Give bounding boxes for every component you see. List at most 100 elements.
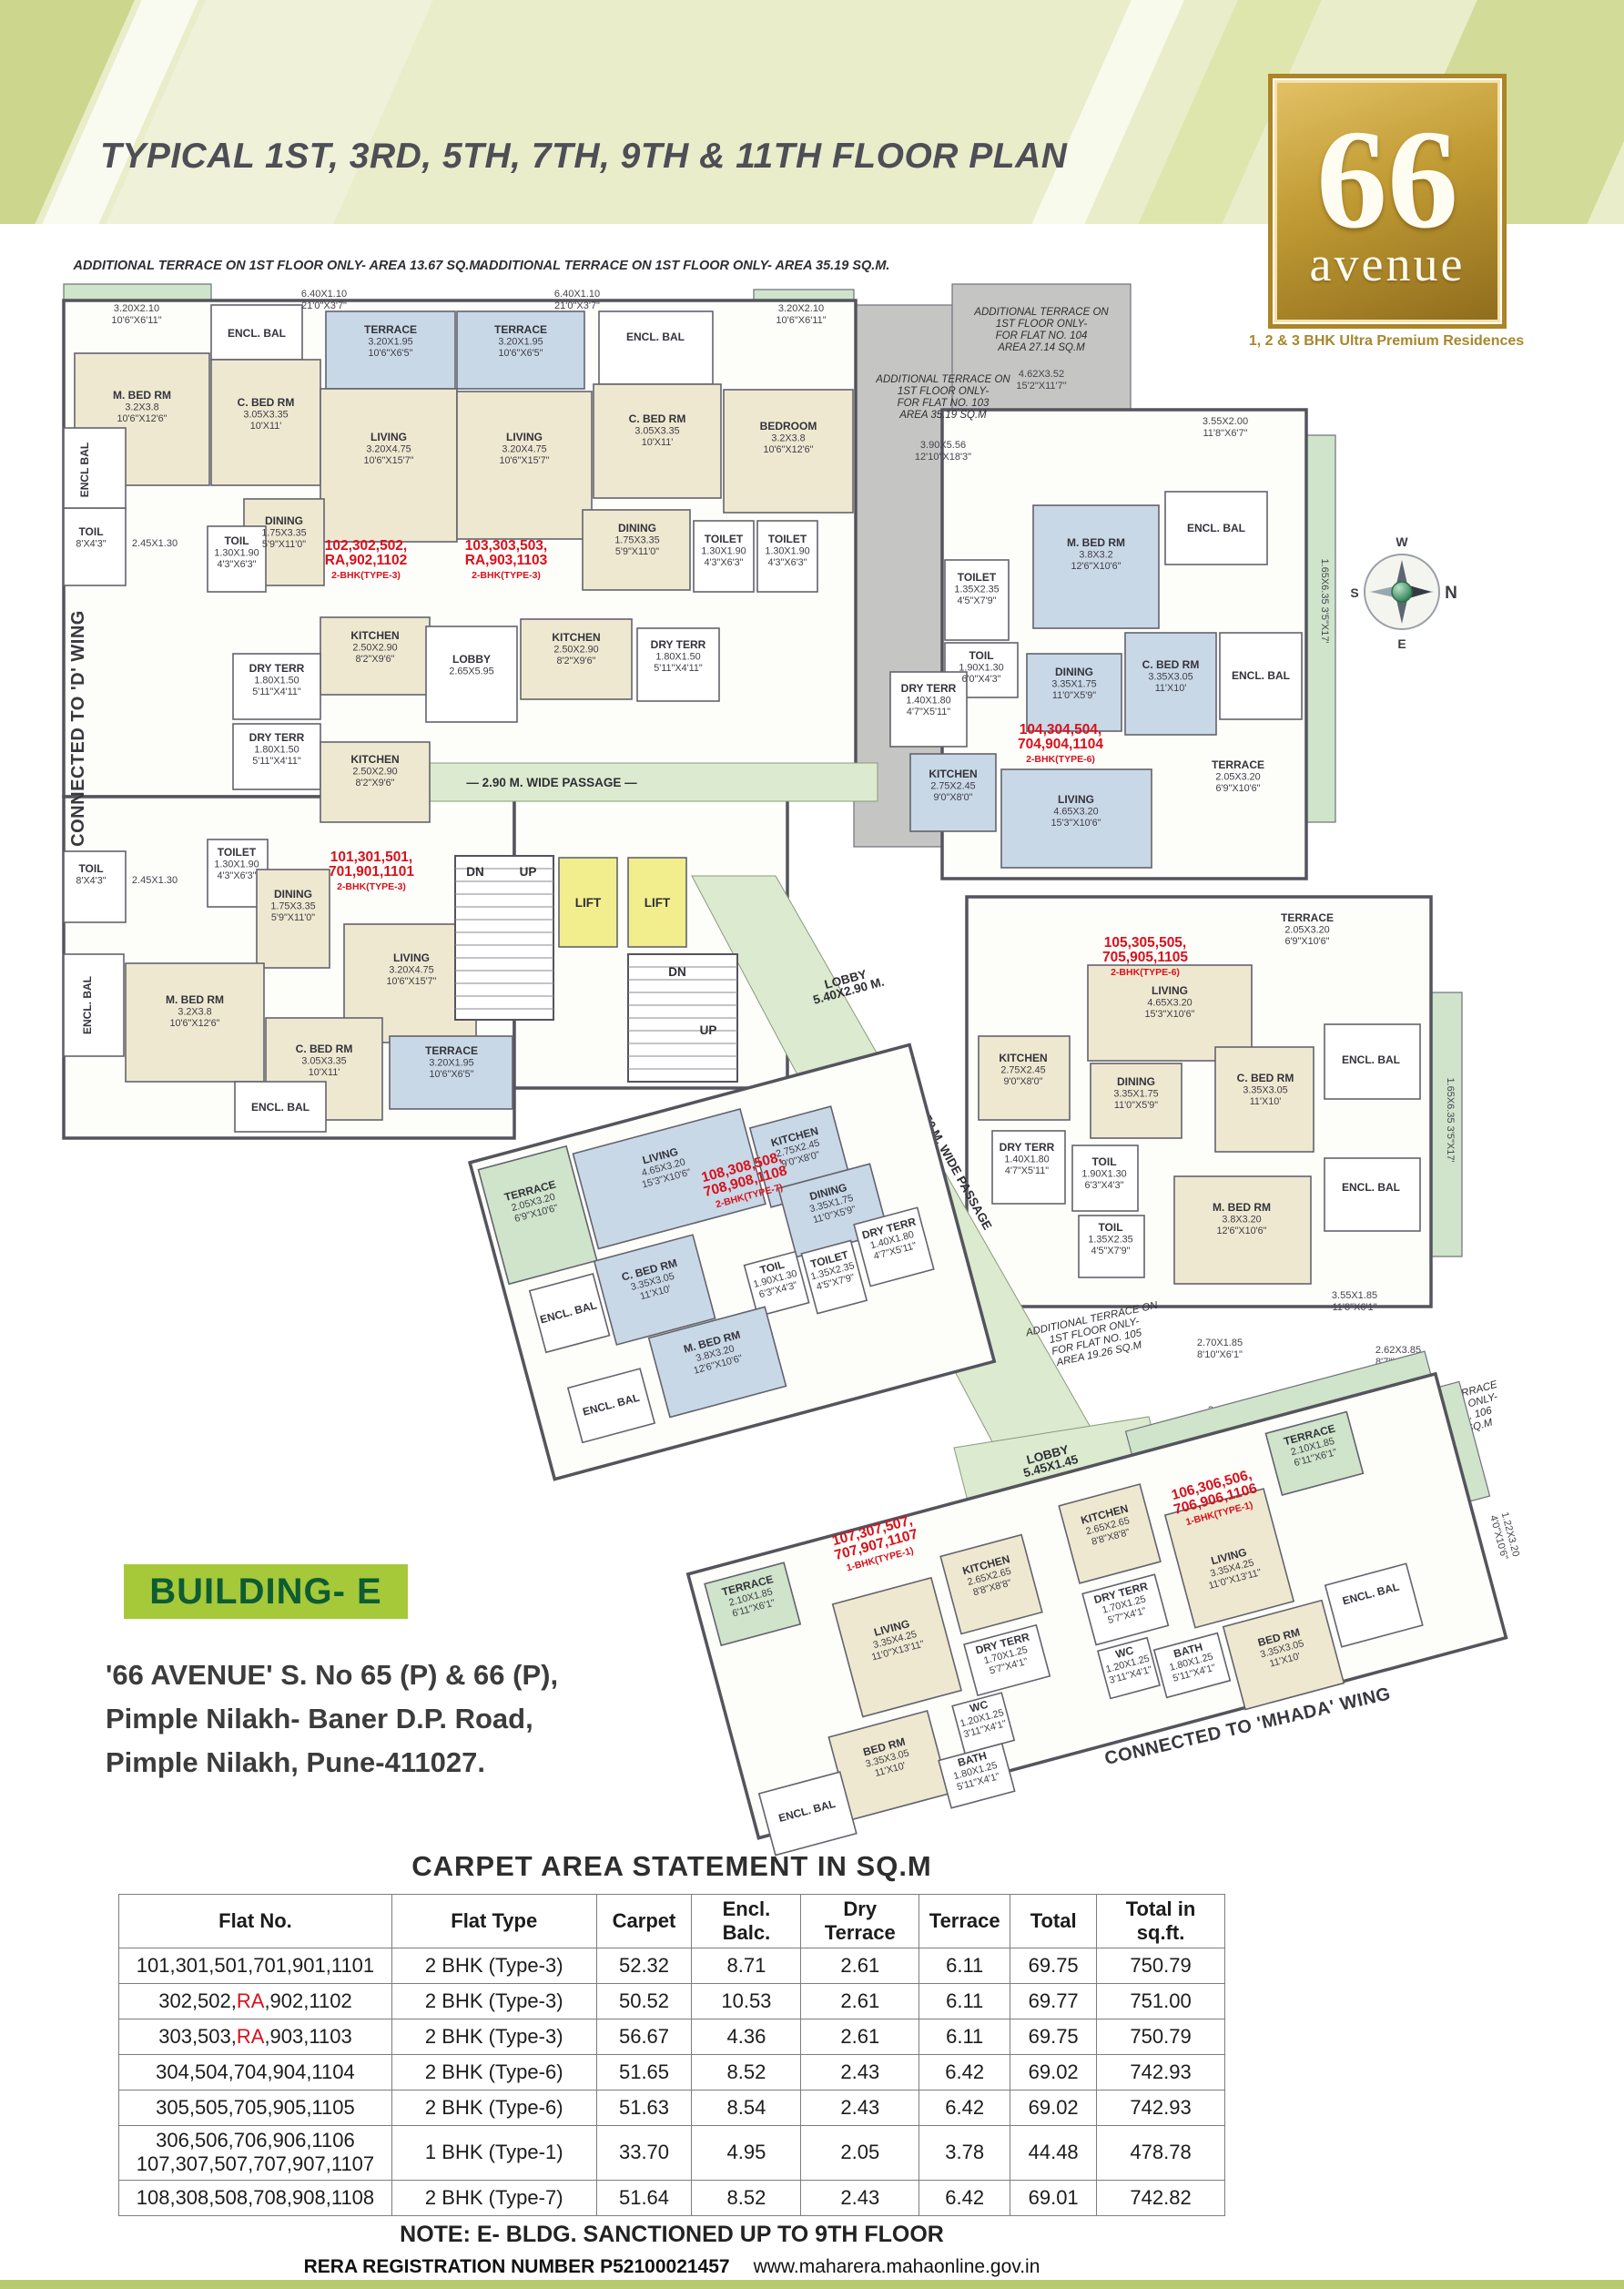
table-cell: 51.63 [595,2090,693,2126]
room [1324,1023,1421,1100]
compass-south-label: S [1350,585,1358,600]
logo-number: 66 [1316,100,1458,258]
table-header-cell: Encl. Balc. [691,1894,802,1948]
table-cell: 10.53 [691,1983,802,2019]
plan-label: 1.65X6.35 3'5"X17' [1445,1077,1456,1162]
table-cell: 6.42 [919,2090,1011,2126]
table-cell: 51.64 [595,2179,693,2216]
table-cell: 750.79 [1096,1948,1225,1984]
room [125,962,265,1083]
room [1058,1483,1162,1584]
table-cell: 2 BHK (Type-7) [391,2179,597,2216]
room [63,427,127,509]
plan-label: — 2.90 M. WIDE PASSAGE — [466,776,637,789]
table-cell: 8.54 [691,2090,802,2126]
table-cell: 478.78 [1096,2125,1225,2181]
room [1222,1599,1345,1711]
plan-label: ENCL. BAL [251,1101,310,1114]
room [647,1306,787,1419]
room [210,359,321,486]
room [389,1035,513,1110]
table-cell: 742.93 [1096,2090,1225,2126]
plan-label: 1.22X3.204'0"X10'6" [1487,1511,1521,1561]
room [1163,1488,1295,1629]
table-cell: 8.52 [691,2054,802,2091]
table-cell: 8.71 [691,1948,802,1984]
table-header-cell: Flat No. [118,1894,392,1948]
plan-label: UP [520,865,537,879]
room [1087,964,1253,1062]
room [593,383,722,499]
plan-label: LIFT [575,896,602,910]
table-header-cell: Total [1010,1894,1098,1948]
room [232,723,321,790]
room [1324,1562,1424,1648]
room [582,509,691,591]
flat-no-cell: 305,505,705,905,1105 [118,2090,392,2126]
table-header-cell: Dry Terrace [800,1894,920,1948]
address-line: Pimple Nilakh, Pune-411027. [106,1746,485,1779]
plan-label: ENCL. BAL [228,327,286,340]
table-cell: 8.52 [691,2179,802,2216]
room [558,857,618,948]
room [991,1130,1066,1205]
table-cell: 2 BHK (Type-6) [391,2054,597,2091]
room [1324,1157,1421,1232]
room [693,520,755,593]
room [1078,1215,1145,1278]
room [1264,1410,1365,1496]
table-title: CARPET AREA STATEMENT IN SQ.M [411,1850,932,1882]
address-block: '66 AVENUE' S. No 65 (P) & 66 (P), Pimpl… [106,1653,558,1785]
table-cell: 69.75 [1010,2019,1098,2055]
plan-label: DN [466,865,484,879]
table-cell: 56.67 [595,2019,693,2055]
room [456,310,585,390]
logo-tagline: 1, 2 & 3 BHK Ultra Premium Residences [1248,333,1525,349]
room [1152,1632,1232,1699]
table-cell: 2.61 [800,1948,920,1984]
table-cell: 1 BHK (Type-1) [391,2125,597,2181]
plan-label: 2.45X1.30 [132,875,178,886]
table-cell: 2 BHK (Type-6) [391,2090,597,2126]
room [889,671,968,748]
table-cell: 69.77 [1010,1983,1098,2019]
room [1096,1636,1161,1700]
table-cell: 52.32 [595,1948,693,1984]
address-line: Pimple Nilakh- Baner D.P. Road, [106,1703,533,1735]
compass-center-icon [1391,581,1413,603]
table-header-cell: Carpet [595,1894,693,1948]
plan-wing-106-107: TERRACE2.10X1.856'11"X6'1"LIVING3.35X4.2… [685,1350,1508,1857]
table-cell: 2.05 [800,2125,920,2181]
